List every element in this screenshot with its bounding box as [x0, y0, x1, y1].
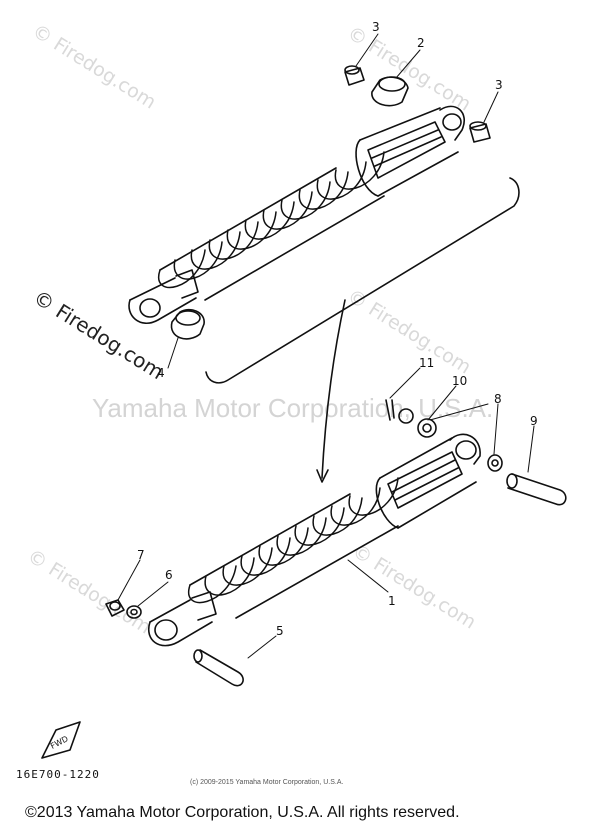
- callout-6: 6: [165, 568, 173, 582]
- callout-3-upper-right: 3: [495, 78, 503, 92]
- callout-9: 9: [530, 414, 538, 428]
- callout-4: 4: [157, 366, 165, 380]
- callout-1: 1: [388, 594, 396, 608]
- callout-2: 2: [417, 36, 425, 50]
- callout-5: 5: [276, 624, 284, 638]
- callout-8: 8: [494, 392, 502, 406]
- footer-copyright: ©2013 Yamaha Motor Corporation, U.S.A. A…: [25, 804, 460, 821]
- watermark-yamaha: Yamaha Motor Corporation, U.S.A.: [92, 393, 494, 423]
- callout-7: 7: [137, 548, 145, 562]
- part-code: 16E700-1220: [16, 768, 100, 781]
- callout-11: 11: [419, 356, 435, 370]
- callout-10: 10: [452, 374, 468, 388]
- callout-3-upper-left: 3: [372, 20, 380, 34]
- small-copyright: (c) 2009-2015 Yamaha Motor Corporation, …: [190, 779, 344, 786]
